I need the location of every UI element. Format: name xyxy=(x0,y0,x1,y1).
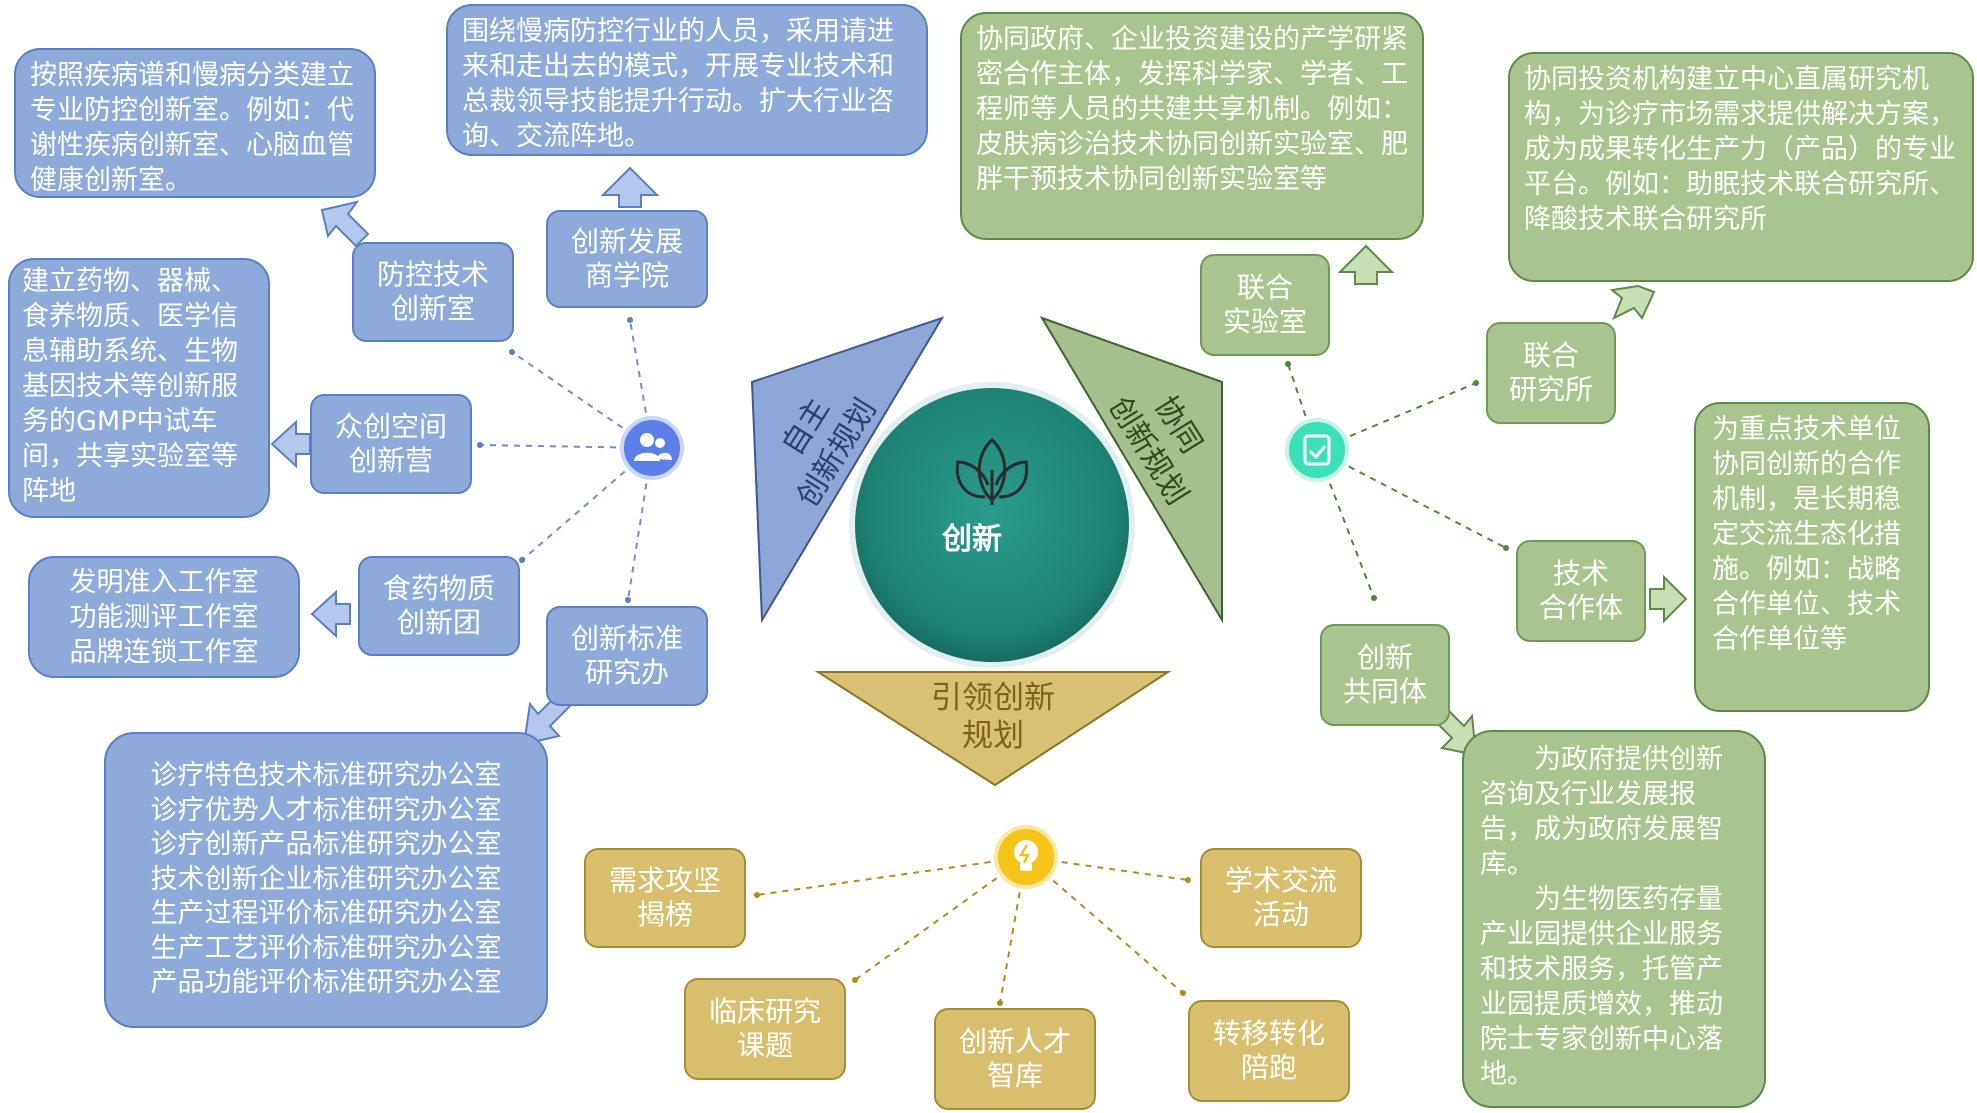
arrow-left-icon xyxy=(310,589,351,639)
standards-office-line: 生产工艺评价标准研究办公室 xyxy=(150,932,502,964)
node-food-group: 食药物质 创新团 xyxy=(358,556,520,656)
food-group-description: 发明准入工作室 功能测评工作室 品牌连锁工作室 xyxy=(28,556,300,678)
tech-lab-description: 按照疾病谱和慢病分类建立专业防控创新室。例如：代谢性疾病创新室、心脑血管健康创新… xyxy=(14,48,376,198)
standards-office-line: 诊疗优势人才标准研究办公室 xyxy=(150,794,502,826)
center-circle xyxy=(849,382,1135,668)
node-transfer-support: 转移转化 陪跑 xyxy=(1188,1000,1350,1102)
tech-partner-description: 为重点技术单位协同创新的合作机制，是长期稳定交流生态化措施。例如：战略合作单位、… xyxy=(1694,402,1930,712)
arrow-up-left-icon xyxy=(320,200,370,248)
clipboard-check-icon xyxy=(1303,434,1331,466)
food-group-line: 品牌连锁工作室 xyxy=(69,636,259,668)
node-talent-thinktank: 创新人才 智库 xyxy=(934,1008,1096,1110)
lead-innovation-triangle xyxy=(814,671,1172,787)
joint-lab-description: 协同政府、企业投资建设的产学研紧密合作主体，发挥科学家、学者、工程师等人员的共建… xyxy=(960,12,1424,240)
node-joint-lab: 联合 实验室 xyxy=(1200,254,1330,356)
arrow-up-icon xyxy=(1337,244,1395,285)
standards-office-description: 诊疗特色技术标准研究办公室 诊疗优势人才标准研究办公室 诊疗创新产品标准研究办公… xyxy=(104,732,548,1028)
community-paragraph: 为生物医药存量产业园提供企业服务和技术服务，托管产业园提质增效，推动院士专家创新… xyxy=(1480,884,1723,1090)
maker-space-description: 建立药物、器械、食养物质、医学信息辅助系统、生物基因技术等创新服务的GMP中试车… xyxy=(8,258,270,518)
node-clinical-research: 临床研究 课题 xyxy=(684,978,846,1080)
node-joint-institute: 联合 研究所 xyxy=(1486,322,1616,424)
standards-office-line: 生产过程评价标准研究办公室 xyxy=(150,898,502,930)
joint-institute-description: 协同投资机构建立中心直属研究机构，为诊疗市场需求提供解决方案，成为成果转化生产力… xyxy=(1508,52,1974,282)
food-group-line: 功能测评工作室 xyxy=(69,601,259,633)
node-community: 创新 共同体 xyxy=(1320,624,1450,726)
node-demand-challenge: 需求攻坚 揭榜 xyxy=(584,848,746,948)
standards-office-line: 诊疗特色技术标准研究办公室 xyxy=(150,760,502,792)
leaf-icon xyxy=(955,437,1029,505)
self-innovation-triangle xyxy=(750,316,945,624)
arrow-left-icon xyxy=(270,419,311,469)
blue-hub xyxy=(620,416,684,480)
center-label: 创新 xyxy=(942,522,1002,557)
node-academic-exchange: 学术交流 活动 xyxy=(1200,848,1362,948)
green-hub xyxy=(1285,418,1349,482)
business-school-description: 围绕慢病防控行业的人员，采用请进来和走出去的模式，开展专业技术和总裁领导技能提升… xyxy=(446,4,928,156)
lead-triangle-label-1: 引领创新 xyxy=(931,680,1055,716)
community-paragraph: 为政府提供创新咨询及行业发展报告，成为政府发展智库。 xyxy=(1480,744,1723,880)
node-maker-space: 众创空间 创新营 xyxy=(310,394,472,494)
lightbulb-icon xyxy=(1014,840,1038,871)
node-standards-office: 创新标准 研究办 xyxy=(546,606,708,706)
node-tech-lab: 防控技术 创新室 xyxy=(352,242,514,342)
node-business-school: 创新发展 商学院 xyxy=(546,210,708,308)
lead-triangle-label-2: 规划 xyxy=(962,718,1024,754)
arrow-up-icon xyxy=(600,166,660,208)
standards-office-line: 产品功能评价标准研究办公室 xyxy=(150,967,502,999)
standards-office-line: 技术创新企业标准研究办公室 xyxy=(150,863,502,895)
standards-office-line: 诊疗创新产品标准研究办公室 xyxy=(150,829,502,861)
community-description: 为政府提供创新咨询及行业发展报告，成为政府发展智库。 为生物医药存量产业园提供企… xyxy=(1462,730,1766,1108)
food-group-line: 发明准入工作室 xyxy=(69,566,259,598)
users-icon xyxy=(634,433,672,461)
node-tech-partner: 技术 合作体 xyxy=(1516,540,1646,642)
arrow-right-icon xyxy=(1649,574,1688,624)
collab-innovation-triangle xyxy=(1039,316,1223,624)
arrow-up-right-icon xyxy=(1609,284,1656,321)
